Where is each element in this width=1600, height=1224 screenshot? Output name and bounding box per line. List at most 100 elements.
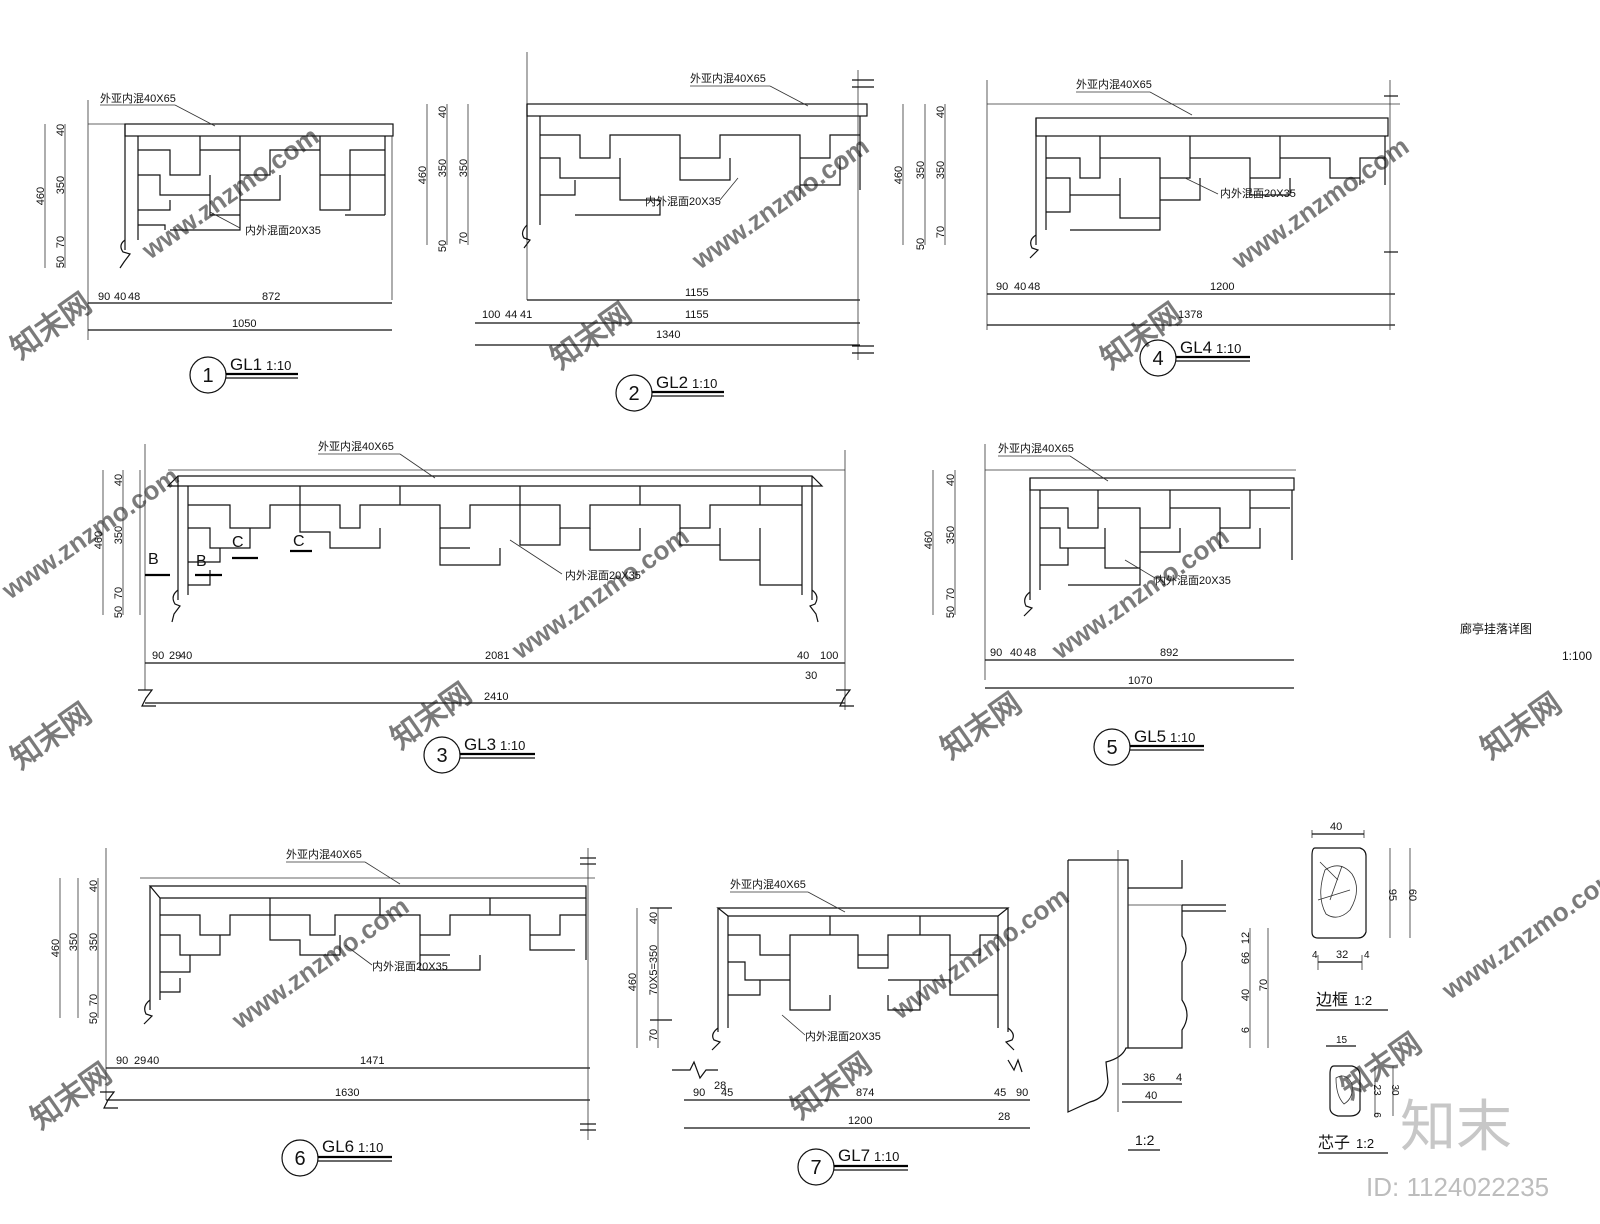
detail-name: GL3 — [464, 735, 496, 754]
dim-label: 40 — [180, 650, 192, 662]
dim-height-top: 40 — [648, 912, 660, 924]
dim-overall: 1050 — [232, 318, 256, 330]
dim-height-base: 50 — [113, 606, 125, 618]
dim-height-mid: 350 — [945, 526, 957, 544]
frame-dim: 32 — [1336, 949, 1348, 961]
detail-gl2: 外亚内混40X65 内外混面20X35 460 40 350 350 70 50… — [417, 52, 874, 412]
section-mark-b: B — [196, 553, 207, 570]
inner-bar-label: 内外混面20X35 — [1155, 573, 1231, 587]
watermark-text: 知末网 — [5, 697, 98, 776]
dim-height-base: 50 — [915, 238, 927, 250]
frame-scale: 1:2 — [1354, 993, 1372, 1008]
dim-height-total: 460 — [35, 187, 47, 205]
frame-dim: 4 — [1312, 950, 1318, 961]
brand-watermark: 知末 ID: 1124022235 — [1366, 1095, 1549, 1202]
outer-frame-label: 外亚内混40X65 — [100, 91, 176, 105]
dim-height-base: 50 — [88, 1012, 100, 1024]
image-id: ID: 1124022235 — [1366, 1172, 1549, 1202]
outer-frame-label: 外亚内混40X65 — [998, 441, 1074, 455]
dim-label: 40 — [114, 291, 126, 303]
dim-label: 48 — [1028, 281, 1040, 293]
section-mark-c: C — [232, 534, 244, 551]
dim-label: 1471 — [360, 1055, 384, 1067]
dim-height-top: 40 — [437, 106, 449, 118]
core-scale: 1:2 — [1356, 1136, 1374, 1151]
frame-dim: 60 — [1406, 889, 1418, 901]
section-dim: 12 — [1240, 932, 1252, 944]
dim-label: 892 — [1160, 647, 1178, 659]
dim-height-total: 460 — [893, 166, 905, 184]
detail-name: GL2 — [656, 373, 688, 392]
dim-height-mid: 350 — [113, 526, 125, 544]
dim-height-bot: 70 — [935, 226, 947, 238]
frame-dim: 4 — [1364, 950, 1370, 961]
dim-label: 1155 — [685, 287, 709, 299]
dim-height-bot: 70 — [648, 1029, 660, 1041]
detail-number: 3 — [436, 745, 447, 767]
outer-frame-label: 外亚内混40X65 — [690, 71, 766, 85]
dim-height-base: 50 — [437, 240, 449, 252]
section-dim: 4 — [1176, 1072, 1182, 1084]
frame-dim: 40 — [1330, 821, 1342, 833]
dim-label: 29 — [134, 1055, 146, 1067]
dim-height-top: 40 — [945, 474, 957, 486]
core-dim: 15 — [1336, 1035, 1348, 1046]
dim-height-bot: 70 — [113, 587, 125, 599]
dim-height-mid: 350 — [915, 161, 927, 179]
dim-label: 45 — [994, 1087, 1006, 1099]
dim-label: 90 — [990, 647, 1002, 659]
dim-label: 41 — [520, 309, 532, 321]
watermark-layer: 知末网 www.znzmo.com 知末网 www.znzmo.com 知末网 … — [0, 121, 1600, 1136]
dim-label: 2081 — [485, 650, 509, 662]
section-dim: 6 — [1240, 1027, 1252, 1033]
core-dim: 6 — [1371, 1112, 1382, 1118]
detail-name: GL5 — [1134, 727, 1166, 746]
section-dim: 40 — [1145, 1090, 1157, 1102]
dim-label: 872 — [262, 291, 280, 303]
dim-label: 90 — [996, 281, 1008, 293]
detail-gl5: 外亚内混40X65 内外混面20X35 460 40 350 70 50 90 … — [923, 441, 1296, 766]
dim-label: 90 — [1016, 1087, 1028, 1099]
detail-scale: 1:10 — [500, 738, 525, 753]
section-dim: 36 — [1143, 1072, 1155, 1084]
brand-logo: 知末 — [1400, 1095, 1512, 1158]
watermark-text: 知末网 — [1475, 687, 1568, 766]
detail-number: 6 — [294, 1148, 305, 1170]
detail-scale: 1:10 — [1170, 730, 1195, 745]
dim-label: 90 — [98, 291, 110, 303]
detail-scale: 1:10 — [266, 358, 291, 373]
dim-height-bot: 70 — [88, 994, 100, 1006]
outer-frame-label: 外亚内混40X65 — [730, 877, 806, 891]
dim-height-mid: 350 — [55, 176, 67, 194]
inner-bar-label: 内外混面20X35 — [372, 959, 448, 973]
dim-label: 45 — [721, 1087, 733, 1099]
dim-height-mid: 350 — [935, 161, 947, 179]
dim-height-mid: 350 — [68, 933, 80, 951]
dim-height-total: 460 — [93, 531, 105, 549]
dim-height-top: 40 — [935, 106, 947, 118]
dim-label: 90 — [152, 650, 164, 662]
dim-height-total: 460 — [417, 166, 429, 184]
dim-label: 90 — [693, 1087, 705, 1099]
dim-height-bot: 70 — [945, 588, 957, 600]
dim-height-top: 40 — [55, 124, 67, 136]
dim-height-total: 460 — [627, 973, 639, 991]
dim-label: 44 — [505, 309, 517, 321]
inner-bar-label: 内外混面20X35 — [805, 1029, 881, 1043]
dim-label: 30 — [805, 670, 817, 682]
section-dim: 70 — [1258, 979, 1270, 991]
detail-name: GL6 — [322, 1137, 354, 1156]
drawing-title: 廊亭挂落详图 — [1460, 621, 1532, 636]
dim-height-total: 460 — [923, 531, 935, 549]
detail-number: 4 — [1152, 348, 1163, 370]
watermark-text: 知末网 — [25, 1057, 118, 1136]
core-dim: 23 — [1371, 1084, 1382, 1096]
detail-name: GL4 — [1180, 338, 1212, 357]
section-mark-c: C — [293, 533, 305, 550]
dim-label: 100 — [482, 309, 500, 321]
dim-label: 874 — [856, 1087, 874, 1099]
detail-name: GL7 — [838, 1146, 870, 1165]
watermark-text: 知末网 — [935, 687, 1028, 766]
dim-height-bot: 70 — [458, 232, 470, 244]
watermark-text: www.znzmo.com — [1435, 861, 1600, 1006]
